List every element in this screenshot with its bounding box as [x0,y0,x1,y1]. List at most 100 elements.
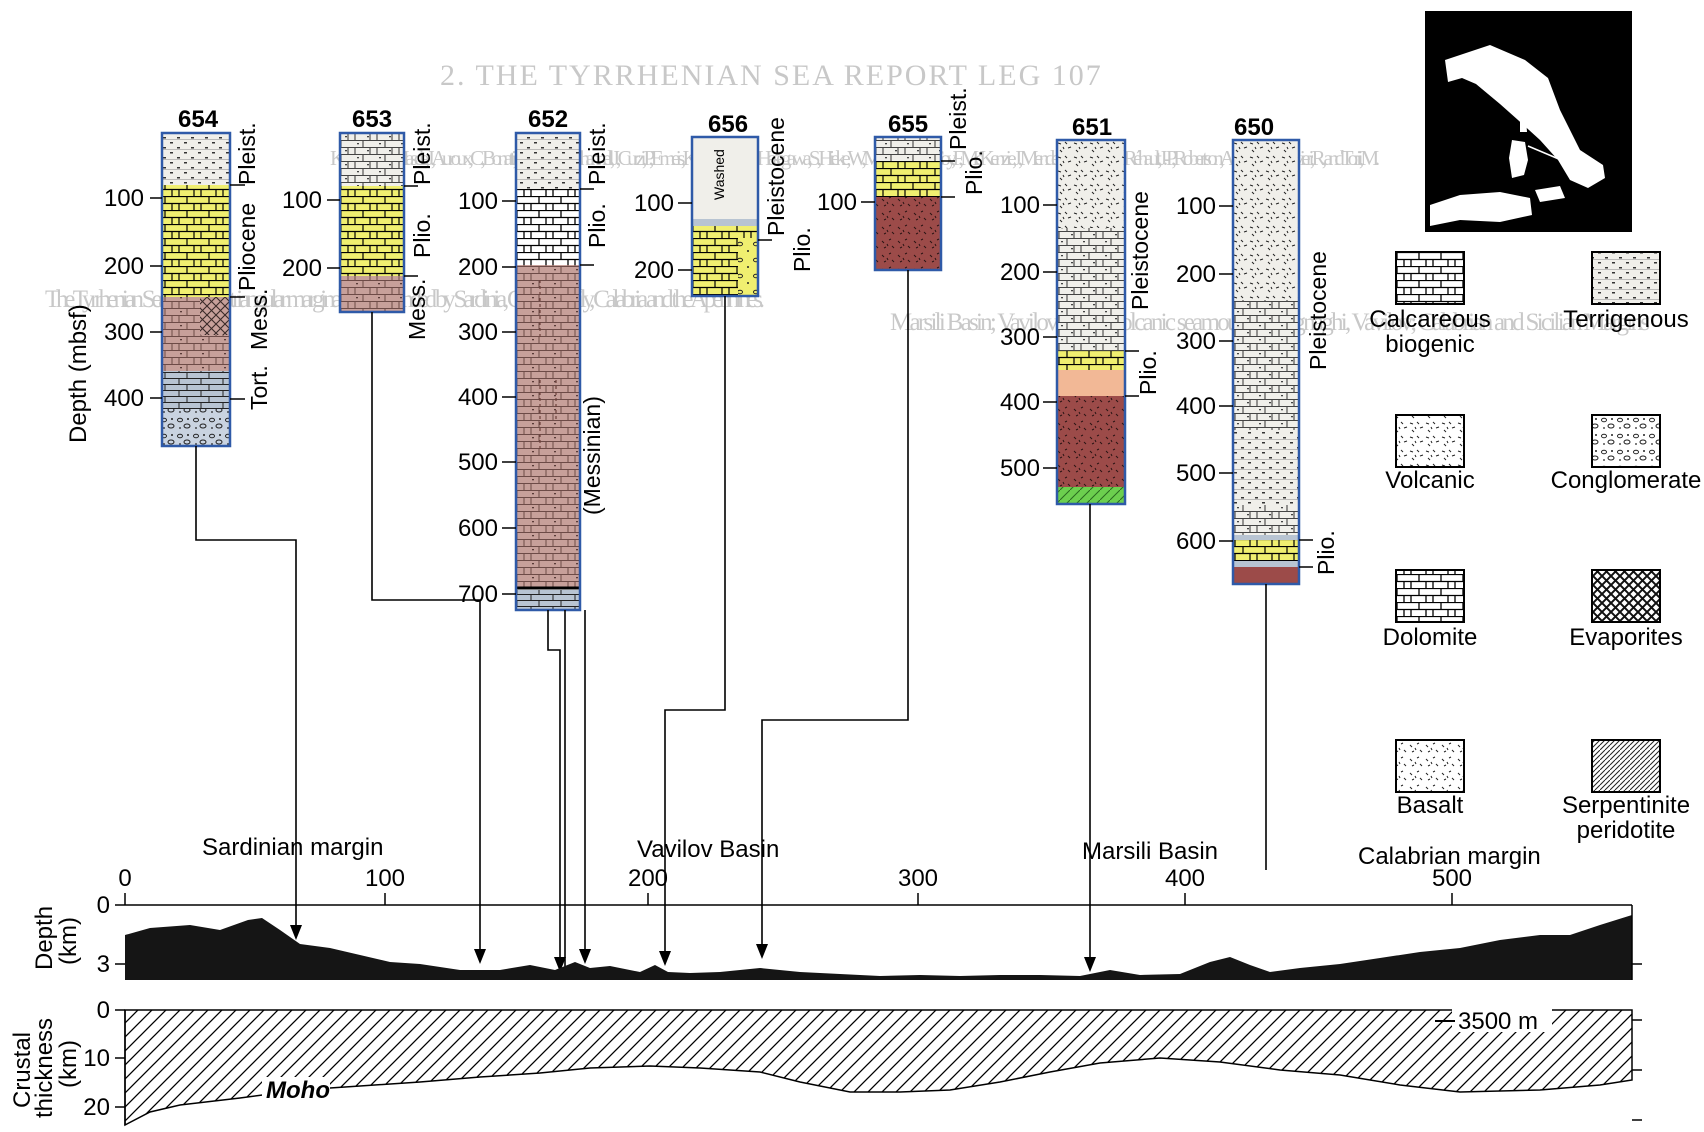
site-652-depth-600: 600 [458,515,498,542]
region-label-marsili-basin: Marsili Basin [1082,838,1218,865]
site-651-depth-400: 400 [1000,389,1040,416]
location-inset-map [1425,11,1632,232]
distance-tick-400: 400 [1165,865,1205,892]
site-654-column: 654 100 200 300 400 Pleist. Pliocene Tor… [104,106,272,448]
site-651-column: 651 100 200 300 400 500 Pleistocene Plio… [1000,114,1161,506]
site-654-age-pleistocene: Pleist. [234,122,260,185]
site-652-depth-200: 200 [458,254,498,281]
legend-label-conglomerate: Conglomerate [1551,467,1702,494]
site-652-depth-100: 100 [458,188,498,215]
site-651-age-pleistocene: Pleistocene [1127,191,1153,310]
depth-mbsf-axis-label: Depth (mbsf) [65,304,92,443]
distance-tick-500: 500 [1432,865,1472,892]
site-653-age-pleistocene: Pleist. [409,122,435,185]
site-654-depth-400: 400 [104,385,144,412]
site-651-age-pliocene: Plio. [1135,350,1161,395]
site-655-label: 655 [888,111,928,138]
site-653-column: 653 100 200 Pleist. Plio. Mess. [282,106,435,340]
site-655-depth-100: 100 [817,189,857,216]
site-650-age-pleistocene: Pleistocene [1305,251,1331,370]
connector-arrowheads [290,925,1096,972]
background-heading: 2. THE TYRRHENIAN SEA REPORT LEG 107 [440,59,1103,92]
site-651-depth-500: 500 [1000,455,1040,482]
region-label-calabrian-margin: Calabrian margin [1358,843,1541,870]
site-653-age-pliocene: Plio. [409,213,435,258]
site-651-label: 651 [1072,114,1112,141]
site-653-depth-200: 200 [282,255,322,282]
legend-label-biogenic: biogenic [1385,331,1474,358]
legend-label-basalt: Basalt [1397,792,1464,819]
site-652-label: 652 [528,106,568,133]
site-652-column: 652 100 200 300 400 500 600 700 Pleist. … [458,106,610,612]
site-656-column: 656 Washed 100 200 Pleistocene Plio. [634,111,815,298]
site-650-depth-100: 100 [1176,193,1216,220]
site-654-label: 654 [178,106,219,133]
site-656-depth-100: 100 [634,190,674,217]
legend-label-calcareous: Calcareous [1369,306,1490,333]
crust-label-line2: thickness [31,1018,58,1118]
site-656-age-pliocene: Plio. [789,227,815,272]
moho-label: Moho [266,1077,330,1104]
distance-tick-300: 300 [898,865,938,892]
crust-label-line1: Crustal [9,1032,36,1108]
crust-tick-20: 20 [83,1094,110,1121]
distance-tick-100: 100 [365,865,405,892]
site-654-depth-300: 300 [104,319,144,346]
legend-label-dolomite: Dolomite [1383,624,1478,651]
site-652-age-messinian: (Messinian) [579,396,605,515]
legend-swatch-evaporites [1591,569,1661,623]
site-656-age-pleistocene: Pleistocene [763,117,789,236]
site-653-label: 653 [352,106,392,133]
profile-depth-label-line2: (km) [55,917,82,965]
distance-tick-0: 0 [118,865,131,892]
site-650-age-pliocene: Plio. [1313,530,1339,575]
site-650-depth-200: 200 [1176,261,1216,288]
site-650-depth-300: 300 [1176,328,1216,355]
region-label-sardinian-margin: Sardinian margin [202,834,383,861]
site-656-washed-note: Washed [711,149,727,200]
legend-swatch-basalt [1395,739,1465,793]
legend-label-peridotite: peridotite [1577,817,1676,844]
site-650-depth-400: 400 [1176,393,1216,420]
crust-tick-10: 10 [83,1045,110,1072]
site-651-depth-300: 300 [1000,324,1040,351]
distance-tick-200: 200 [628,865,668,892]
profile-depth-tick-3: 3 [97,951,110,978]
site-650-column: 650 100 200 300 400 500 600 Pleistocene … [1176,114,1339,586]
crust-label-line3: (km) [55,1040,82,1088]
site-656-label: 656 [708,111,748,138]
legend-swatch-terrigenous [1591,251,1661,305]
legend-swatch-calcareous-biogenic [1395,251,1465,305]
site-652-depth-400: 400 [458,384,498,411]
distance-axis: 0 100 200 300 400 500 [118,865,1632,906]
legend-swatch-serpentinite-peridotite [1591,739,1661,793]
site-652-depth-300: 300 [458,319,498,346]
site-655-age-pleistocene: Pleist. [945,87,971,150]
site-655-age-pliocene: Plio. [961,150,987,195]
site-652-age-pleistocene: Pleist. [584,122,610,185]
site-654-age-tortonian: Tort. [246,365,272,410]
legend-label-volcanic: Volcanic [1385,467,1474,494]
depth-marker-3500m: 3500 m [1458,1008,1538,1035]
site-650-depth-600: 600 [1176,528,1216,555]
crustal-thickness-profile: 0 10 20 Crustal thickness (km) Moho 3500… [9,997,1642,1127]
site-652-depth-700: 700 [458,581,498,608]
legend-swatch-dolomite [1395,569,1465,623]
legend-swatch-volcanic [1395,414,1465,468]
bathymetry-profile: 0 3 Depth (km) [31,892,1642,980]
site-656-depth-200: 200 [634,257,674,284]
site-652-age-pliocene: Plio. [584,203,610,248]
site-650-depth-500: 500 [1176,460,1216,487]
site-655-column: 655 100 Pleist. Plio. [817,87,987,272]
site-650-label: 650 [1234,114,1274,141]
region-label-vavilov-basin: Vavilov Basin [637,836,779,863]
legend-label-terrigenous: Terrigenous [1563,306,1688,333]
site-location-connectors [195,270,1267,968]
site-654-depth-100: 100 [104,185,144,212]
legend-label-serpentinite: Serpentinite [1562,792,1690,819]
site-654-age-pliocene: Pliocene [234,203,260,291]
site-654-depth-200: 200 [104,253,144,280]
legend-swatch-conglomerate [1591,414,1661,468]
profile-depth-label-line1: Depth [31,906,58,970]
